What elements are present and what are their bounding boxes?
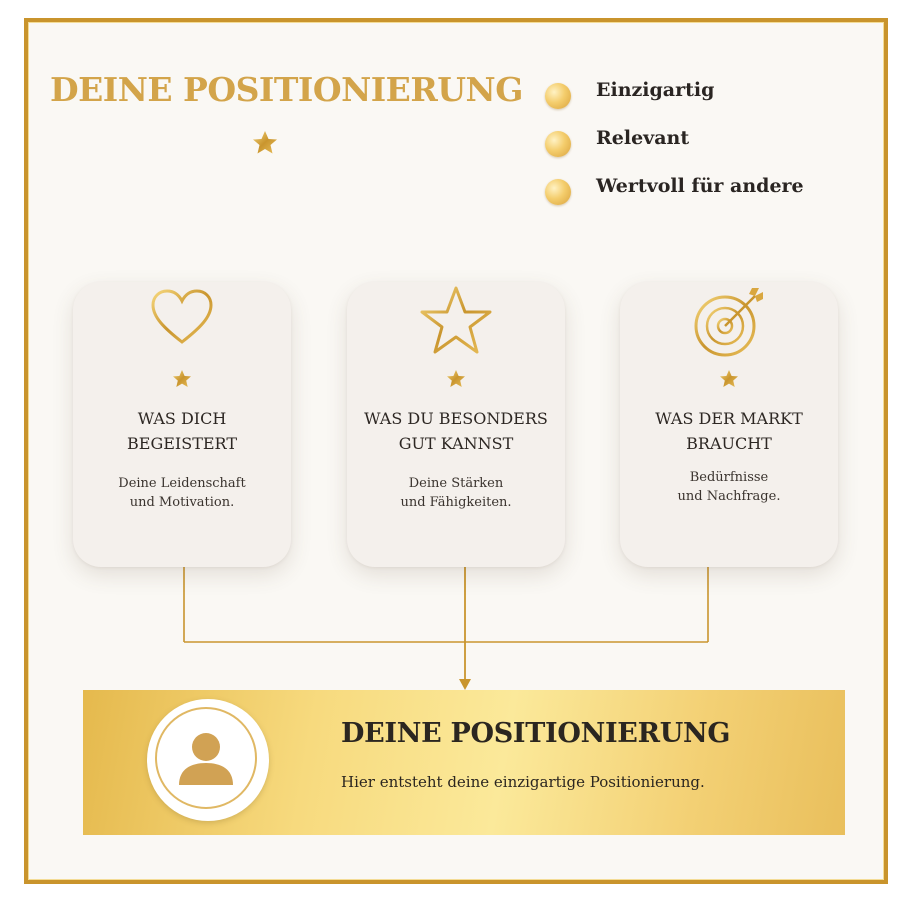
card-passion: WAS DICH BEGEISTERT Deine Leidenschaft u… [73, 282, 291, 567]
result-subtitle: Hier entsteht deine einzigartige Positio… [341, 773, 705, 791]
card-description: Bedürfnisse und Nachfrage. [677, 470, 781, 504]
card-title: WAS DU BESONDERS GUT KANNST [364, 409, 548, 453]
card-market: WAS DER MARKT BRAUCHT Bedürfnisse und Na… [620, 282, 838, 567]
card-description: Deine Leidenschaft und Motivation. [118, 476, 246, 510]
gold-dot-icon [545, 179, 571, 205]
title-divider [148, 131, 382, 154]
page-title: DEINE POSITIONIERUNG [50, 70, 523, 109]
bullet-label: Wertvoll für andere [596, 175, 804, 197]
bullet-label: Relevant [596, 127, 690, 149]
avatar [147, 699, 269, 821]
card-strengths: WAS DU BESONDERS GUT KANNST Deine Stärke… [347, 282, 565, 567]
card-title: WAS DER MARKT BRAUCHT [655, 409, 803, 453]
divider-star-icon [447, 370, 465, 387]
person-icon [179, 733, 233, 785]
divider-star-icon [720, 370, 738, 387]
star-icon [420, 286, 492, 354]
divider-star-icon [173, 370, 191, 387]
card-divider [368, 370, 544, 387]
bullet-label: Einzigartig [596, 79, 715, 101]
gold-dot-icon [545, 83, 571, 109]
card-divider [94, 370, 270, 387]
card-divider [641, 370, 817, 387]
divider-star-icon [253, 131, 277, 154]
card-title: WAS DICH BEGEISTERT [127, 409, 237, 453]
card-description: Deine Stärken und Fähigkeiten. [400, 476, 512, 510]
gold-dot-icon [545, 131, 571, 157]
arrow-down-icon [459, 679, 471, 690]
result-title: DEINE POSITIONIERUNG [341, 718, 731, 749]
heart-icon [151, 289, 213, 344]
target-icon [694, 288, 763, 357]
result-banner: DEINE POSITIONIERUNG Hier entsteht deine… [83, 690, 845, 835]
